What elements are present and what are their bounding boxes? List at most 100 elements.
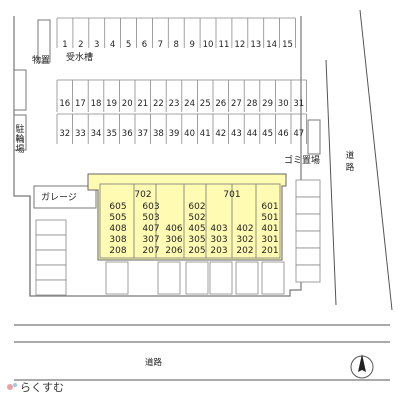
label-garbage: ゴミ置場 xyxy=(284,154,320,166)
unit-number: 308 xyxy=(109,235,126,245)
unit-number: 206 xyxy=(165,246,182,256)
parking-block-bottom xyxy=(105,261,285,295)
parking-space: 22 xyxy=(150,80,164,112)
parking-space-number: 9 xyxy=(189,40,194,50)
parking-space: 11 xyxy=(215,18,229,50)
parking-space: 12 xyxy=(231,18,245,50)
parking-space xyxy=(209,261,233,295)
unit-number: 205 xyxy=(188,246,205,256)
parking-space-number: 39 xyxy=(169,129,180,139)
parking-space: 20 xyxy=(119,80,133,112)
parking-space-number: 7 xyxy=(158,40,163,50)
parking-space-number: 22 xyxy=(153,99,164,109)
parking-space-number: 8 xyxy=(174,40,179,50)
parking-space-number: 16 xyxy=(59,99,70,109)
parking-space: 19 xyxy=(103,80,117,112)
unit-number: 207 xyxy=(142,246,159,256)
parking-space xyxy=(157,261,181,295)
parking-space: 39 xyxy=(165,114,180,144)
parking-space xyxy=(35,219,67,236)
unit-number: 505 xyxy=(109,213,126,223)
parking-space-number: 21 xyxy=(137,99,148,109)
parking-space-number: 19 xyxy=(106,99,117,109)
parking-space: 33 xyxy=(72,114,86,144)
unit-number: 602 xyxy=(188,202,205,212)
parking-space: 30 xyxy=(274,80,289,112)
unit-number: 603 xyxy=(142,202,159,212)
floor-7-unit-label: 701 xyxy=(223,190,240,200)
parking-space-number: 28 xyxy=(247,99,258,109)
parking-space-number: 43 xyxy=(231,129,242,139)
parking-space-number: 31 xyxy=(293,99,304,109)
parking-space-number: 17 xyxy=(75,99,86,109)
brand-name: らくすむ xyxy=(20,381,64,394)
parking-space xyxy=(35,234,67,251)
unit-number: 601 xyxy=(261,202,278,212)
parking-space-number: 37 xyxy=(137,129,148,139)
label-road-bottom: 道路 xyxy=(145,357,163,368)
parking-space xyxy=(35,264,67,281)
parking-space xyxy=(105,261,129,295)
parking-block-right xyxy=(295,179,321,283)
parking-space-number: 3 xyxy=(94,40,99,50)
unit-number: 307 xyxy=(142,235,159,245)
parking-space-number: 13 xyxy=(250,40,261,50)
parking-space-number: 29 xyxy=(262,99,273,109)
parking-space-number: 32 xyxy=(59,129,70,139)
site-boundary xyxy=(13,16,302,297)
parking-space: 18 xyxy=(87,80,101,112)
parking-space-number: 4 xyxy=(110,40,115,50)
parking-space: 14 xyxy=(263,18,277,50)
unit-number: 403 xyxy=(210,224,227,234)
parking-space: 16 xyxy=(56,80,70,112)
parking-space: 44 xyxy=(243,114,257,144)
unit-number: 302 xyxy=(236,235,253,245)
parking-space: 4 xyxy=(104,18,115,50)
parking-space-number: 46 xyxy=(278,129,289,139)
parking-space: 10 xyxy=(199,18,213,50)
unit-number: 501 xyxy=(261,213,278,223)
parking-space: 46 xyxy=(274,114,289,144)
parking-space: 13 xyxy=(247,18,261,50)
label-road-right: 道 路 xyxy=(346,150,355,173)
floor-7-unit-label: 702 xyxy=(134,190,151,200)
unit-number: 208 xyxy=(109,246,126,256)
parking-space: 42 xyxy=(212,114,226,144)
parking-space-number: 47 xyxy=(293,129,304,139)
label-storage: 物置 xyxy=(32,54,50,66)
parking-space-number: 25 xyxy=(200,99,211,109)
brand-logo-icon xyxy=(7,383,17,390)
parking-space: 25 xyxy=(196,80,211,112)
label-bicycle-parking-char: 場 xyxy=(15,143,24,155)
unit-number: 408 xyxy=(109,224,126,234)
parking-space: 29 xyxy=(259,80,273,112)
parking-space-number: 14 xyxy=(266,40,277,50)
parking-space: 3 xyxy=(88,18,99,50)
parking-space: 23 xyxy=(165,80,180,112)
unit-number: 401 xyxy=(261,224,278,234)
parking-space: 26 xyxy=(212,80,226,112)
parking-space: 17 xyxy=(72,80,86,112)
road-edge-outer xyxy=(359,9,393,311)
label-garage: ガレージ xyxy=(41,192,77,203)
parking-space: 36 xyxy=(119,114,133,144)
parking-space xyxy=(35,249,67,266)
parking-space xyxy=(295,247,321,266)
parking-space xyxy=(35,279,67,296)
bicycle-parking-structure xyxy=(13,114,27,151)
label-water-tank: 受水槽 xyxy=(66,51,93,63)
parking-space xyxy=(295,179,321,198)
unit-number: 201 xyxy=(261,246,278,256)
garbage-area-structure xyxy=(307,119,321,155)
parking-space-number: 36 xyxy=(122,129,133,139)
parking-space-number: 23 xyxy=(169,99,180,109)
parking-space-number: 6 xyxy=(142,40,147,50)
label-bicycle-parking-char: 駐 xyxy=(15,123,24,135)
parking-space-number: 2 xyxy=(78,40,83,50)
parking-space: 47 xyxy=(290,114,308,144)
parking-space: 38 xyxy=(150,114,164,144)
